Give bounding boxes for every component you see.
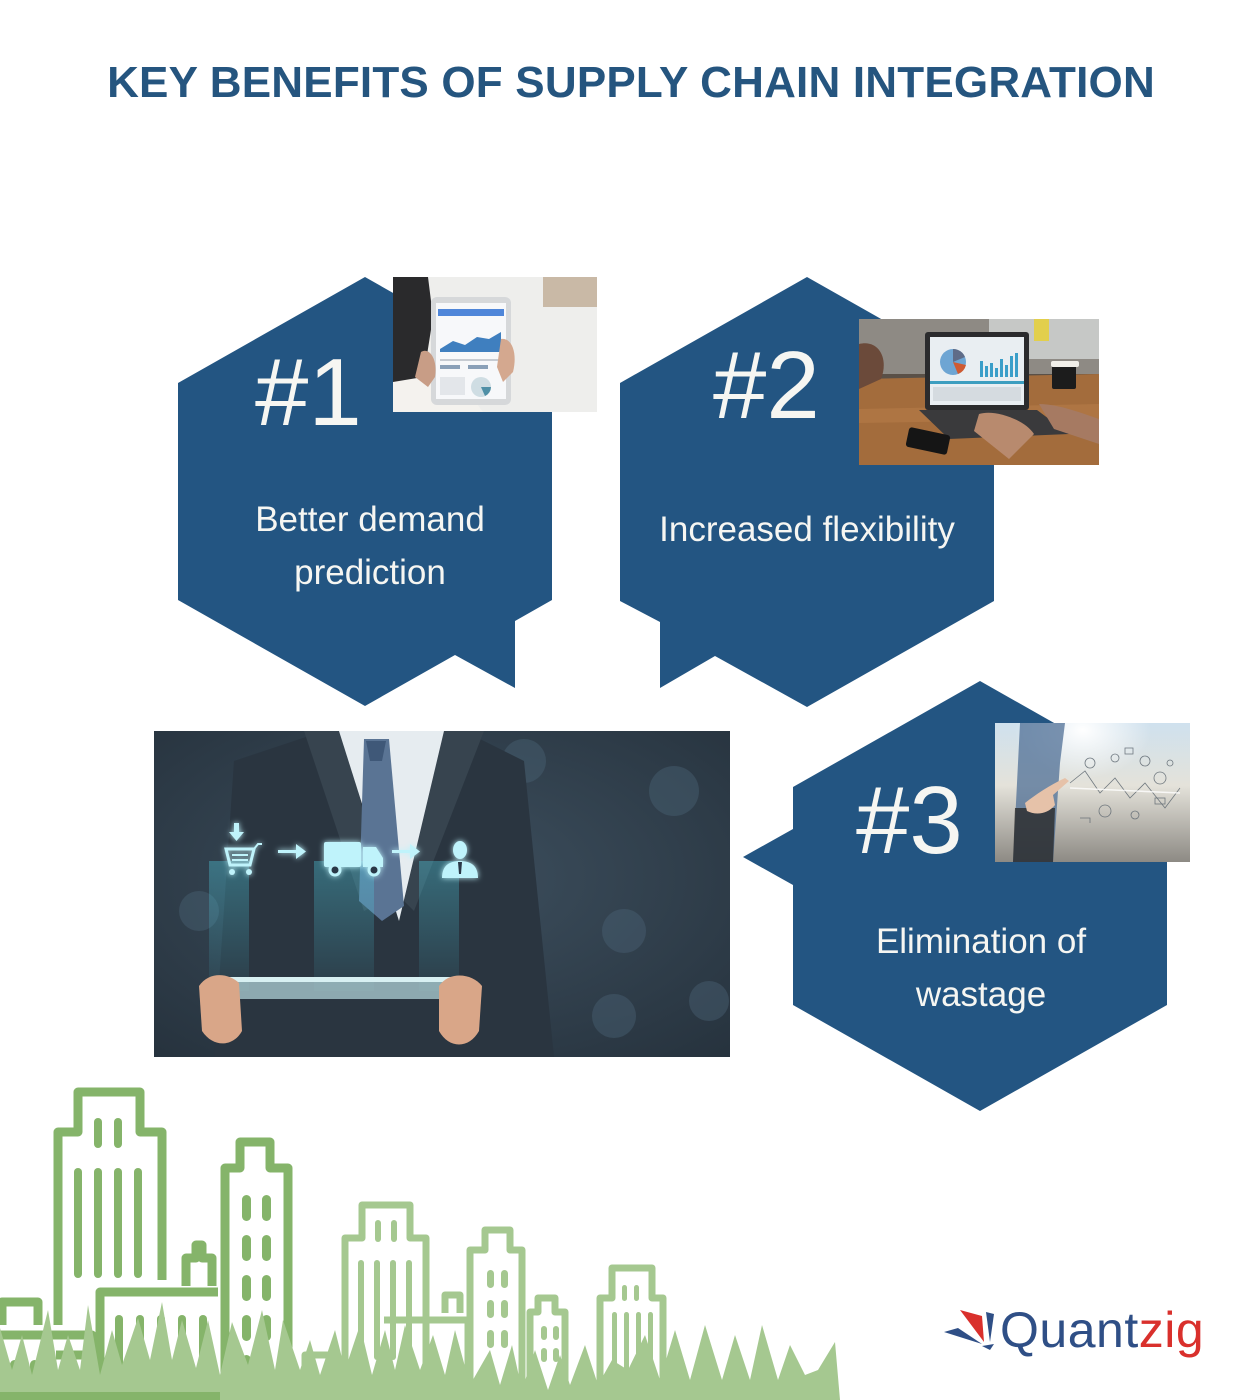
logo-text-accent: zig (1138, 1302, 1205, 1358)
arrow-right-icon (392, 844, 420, 859)
benefit-2-line-1: Increased flexibility (659, 510, 955, 549)
benefit-3-label: Elimination of wastage (800, 915, 1162, 1021)
center-supply-chain-photo (154, 731, 730, 1057)
laptop-dashboard-photo (859, 319, 1099, 465)
benefit-3-number: #3 (856, 767, 963, 874)
benefit-1-line-2: prediction (294, 553, 446, 592)
arrow-right-icon (278, 844, 306, 859)
benefit-1-label: Better demand prediction (190, 493, 550, 599)
page-title: KEY BENEFITS OF SUPPLY CHAIN INTEGRATION (107, 58, 1155, 107)
customer-icon (442, 841, 478, 878)
cityscape-illustration (0, 1087, 840, 1400)
logo-text-main: Quant (1000, 1302, 1139, 1358)
benefit-1-line-1: Better demand (255, 500, 485, 539)
benefit-1-number: #1 (255, 339, 362, 446)
benefit-2-number: #2 (713, 332, 820, 439)
tablet-analytics-photo (393, 277, 597, 412)
quantzig-logo: Quantzig (940, 1300, 1204, 1360)
benefit-3-line-1: Elimination of (875, 922, 1087, 961)
quantzig-logo-text: Quantzig (1000, 1301, 1204, 1359)
benefit-3-line-2: wastage (915, 975, 1047, 1014)
touchscreen-business-photo (995, 723, 1190, 862)
benefit-2-label: Increased flexibility (620, 503, 994, 556)
quantzig-logo-icon (944, 1310, 994, 1350)
shopping-cart-icon (224, 823, 262, 875)
delivery-truck-icon (324, 842, 383, 877)
